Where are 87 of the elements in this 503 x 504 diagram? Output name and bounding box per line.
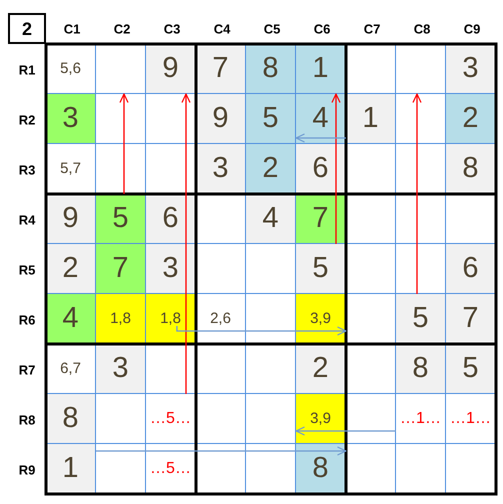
digit: 7 — [462, 304, 479, 333]
digit: 7 — [112, 254, 129, 283]
digit: 1 — [62, 454, 79, 483]
digit: 8 — [262, 54, 279, 83]
digit: 5 — [462, 354, 479, 383]
digit: 4 — [262, 204, 279, 233]
grid-cell — [296, 94, 346, 144]
column-header: C4 — [214, 22, 230, 36]
column-header: C1 — [64, 22, 80, 36]
grid-cell — [296, 394, 346, 444]
digit: 3 — [112, 354, 129, 383]
column-header: C7 — [364, 22, 380, 36]
grid-cell — [396, 294, 446, 344]
row-header: R8 — [18, 414, 36, 426]
column-header: C2 — [114, 22, 130, 36]
digit: 2 — [312, 354, 329, 383]
digit: 8 — [312, 454, 329, 483]
candidate-digits: 1,8 — [160, 311, 181, 326]
row-header: R9 — [18, 464, 36, 476]
column-header: C3 — [164, 22, 180, 36]
grid-cell — [296, 444, 346, 494]
digit: 3 — [162, 254, 179, 283]
candidate-digits: 1,8 — [110, 311, 131, 326]
digit: 2 — [262, 154, 279, 183]
digit: 5 — [312, 254, 329, 283]
arrow — [119, 93, 129, 194]
candidate-digits: 3,9 — [310, 411, 331, 426]
digit: 8 — [62, 404, 79, 433]
digit: 6 — [162, 204, 179, 233]
digit: 5 — [412, 304, 429, 333]
candidate-digits: 2,6 — [210, 311, 231, 326]
row-header: R7 — [18, 364, 36, 376]
digit-note: …5… — [150, 410, 191, 426]
grid-cell — [96, 194, 146, 244]
digit: 4 — [312, 104, 329, 133]
candidate-digits: 5,6 — [60, 61, 81, 76]
row-header: R2 — [18, 114, 36, 126]
grid-cell — [96, 94, 146, 144]
grid-cell — [46, 444, 96, 494]
candidate-digits: 5,7 — [60, 161, 81, 176]
digit: 1 — [312, 54, 329, 83]
digit: 9 — [62, 204, 79, 233]
step-number: 2 — [22, 20, 32, 38]
column-header: C8 — [414, 22, 430, 36]
digit: 5 — [262, 104, 279, 133]
column-header: C9 — [464, 22, 480, 36]
digit: 7 — [312, 204, 329, 233]
digit: 4 — [62, 304, 79, 333]
candidate-digits: 6,7 — [60, 361, 81, 376]
digit: 5 — [112, 204, 129, 233]
digit: 3 — [462, 54, 479, 83]
digit: 2 — [62, 254, 79, 283]
row-header: R5 — [18, 264, 36, 276]
digit-note: …1… — [450, 410, 491, 426]
arrow — [176, 326, 347, 336]
row-header: R6 — [18, 314, 36, 326]
digit: 2 — [462, 104, 479, 133]
digit-note: …5… — [150, 460, 191, 476]
arrow — [96, 446, 347, 456]
row-header: R4 — [18, 214, 36, 226]
grid-cell — [296, 244, 346, 294]
row-header: R3 — [18, 164, 36, 176]
digit: 9 — [162, 54, 179, 83]
arrow — [181, 93, 191, 394]
row-header: R1 — [18, 64, 36, 76]
digit: 9 — [212, 104, 229, 133]
digit: 6 — [462, 254, 479, 283]
arrow — [331, 93, 341, 244]
digit: 3 — [212, 154, 229, 183]
digit: 3 — [62, 104, 79, 133]
digit-note: …1… — [400, 410, 441, 426]
arrow — [295, 426, 396, 436]
digit: 6 — [312, 154, 329, 183]
digit: 8 — [462, 154, 479, 183]
grid-cell — [396, 94, 446, 144]
arrow — [295, 133, 346, 143]
column-header: C6 — [314, 22, 330, 36]
digit: 1 — [362, 104, 379, 133]
digit: 7 — [212, 54, 229, 83]
grid-cell — [296, 294, 346, 344]
arrow — [412, 93, 422, 294]
number-frame — [8, 13, 46, 44]
grid-cell — [396, 394, 446, 444]
column-header: C5 — [264, 22, 280, 36]
digit: 8 — [412, 354, 429, 383]
candidate-digits: 3,9 — [310, 311, 331, 326]
grid-cell — [346, 94, 396, 144]
